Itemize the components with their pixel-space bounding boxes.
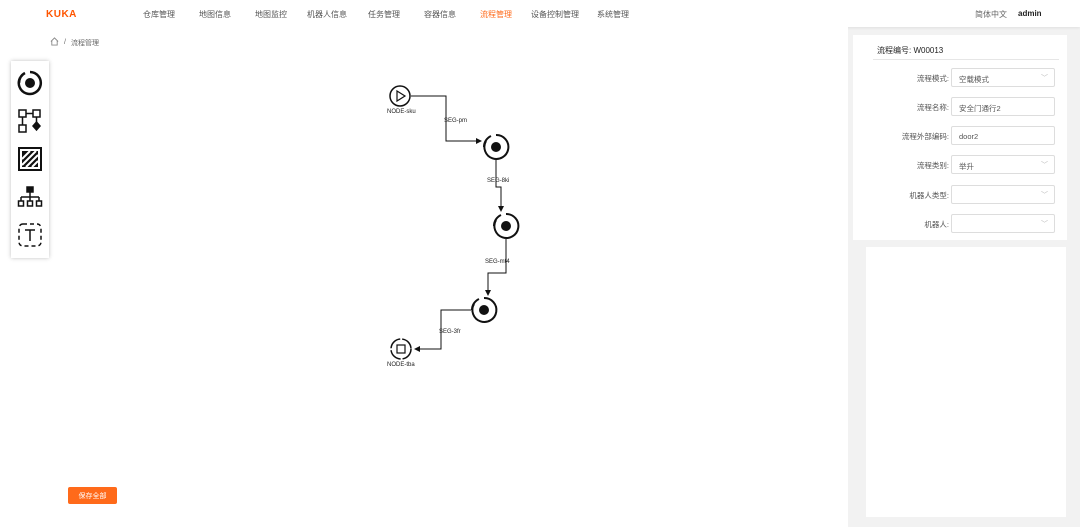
flow-switch-icon[interactable]: [15, 102, 45, 140]
robot-type-select[interactable]: ﹀: [951, 185, 1055, 204]
edge: [411, 95, 482, 144]
chevron-down-icon: ﹀: [1041, 75, 1048, 82]
save-all-button[interactable]: 保存全部: [68, 487, 117, 504]
divider: [873, 59, 1059, 60]
edge-label: SEG-3fr: [439, 329, 461, 335]
node-label: NODE-tba: [387, 362, 415, 368]
flow-diagram: NODE-sku NODE-tba SEG-pm SEG-8ki SEG-mt4…: [387, 85, 520, 368]
nav-task[interactable]: 任务管理: [368, 10, 400, 19]
action-node[interactable]: [482, 133, 510, 160]
tree-icon[interactable]: [15, 178, 45, 216]
edge-label: SEG-pm: [444, 118, 467, 124]
top-bar: KUKA 仓库管理 地图信息 地图监控 机器人信息 任务管理 容器信息 流程管理…: [0, 0, 1080, 27]
edge: [495, 159, 504, 212]
flow-external-code-input[interactable]: door2: [951, 126, 1055, 145]
edge: [414, 309, 471, 352]
flow-id: 流程编号: W00013: [877, 46, 944, 55]
flow-mode-select[interactable]: 空载模式﹀: [951, 68, 1055, 87]
chevron-down-icon: ﹀: [1041, 221, 1048, 228]
nav-container[interactable]: 容器信息: [424, 10, 456, 19]
toolbox: [11, 61, 49, 258]
nav-map-monitor[interactable]: 地图监控: [255, 10, 287, 19]
user-menu[interactable]: admin: [1018, 9, 1042, 18]
flow-properties-panel: 流程编号: W00013 流程模式:空载模式﹀ 流程名称:安全门通行2 流程外部…: [853, 35, 1067, 240]
nav-map-info[interactable]: 地图信息: [199, 10, 231, 19]
text-icon[interactable]: [15, 216, 45, 254]
kuka-logo: KUKA: [46, 9, 77, 20]
node-label: NODE-sku: [387, 109, 416, 115]
edge-label: SEG-mt4: [485, 259, 510, 265]
breadcrumb-current: 流程管理: [70, 39, 99, 47]
language-switch[interactable]: 简体中文: [975, 10, 1007, 19]
detail-panel: [866, 247, 1066, 517]
canvas-area: / 流程管理 NODE-sku NODE-tba SEG-pm SEG-8ki …: [0, 27, 848, 527]
nav-robot-info[interactable]: 机器人信息: [307, 10, 347, 19]
flow-name-input[interactable]: 安全门通行2: [951, 97, 1055, 116]
robot-select[interactable]: ﹀: [951, 214, 1055, 233]
home-icon[interactable]: [50, 37, 59, 48]
area-icon[interactable]: [15, 140, 45, 178]
chevron-down-icon: ﹀: [1041, 192, 1048, 199]
nav-device-control[interactable]: 设备控制管理: [531, 10, 579, 19]
breadcrumb: / 流程管理: [50, 37, 99, 48]
nav-system[interactable]: 系统管理: [597, 10, 629, 19]
action-node[interactable]: [492, 212, 520, 239]
edge-label: SEG-8ki: [487, 178, 509, 184]
start-node[interactable]: [389, 85, 411, 107]
action-node[interactable]: [470, 296, 498, 323]
flow-category-select[interactable]: 举升﹀: [951, 155, 1055, 174]
edge: [485, 239, 507, 296]
chevron-down-icon: ﹀: [1041, 162, 1048, 169]
action-node-icon[interactable]: [15, 64, 45, 102]
end-node[interactable]: [390, 338, 412, 360]
nav-warehouse[interactable]: 仓库管理: [143, 10, 175, 19]
nav-flow[interactable]: 流程管理: [480, 10, 512, 19]
